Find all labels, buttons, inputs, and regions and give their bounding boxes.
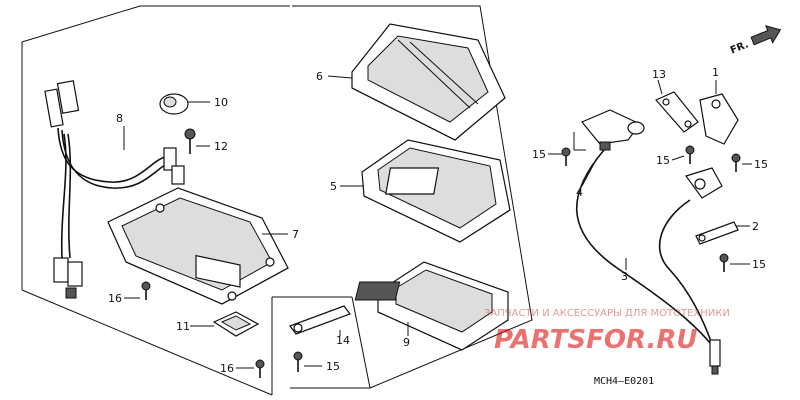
callout-5: 5 xyxy=(330,180,337,193)
part-14-stay xyxy=(289,305,351,335)
callout-15a: 15 xyxy=(326,360,340,373)
callout-15e: 15 xyxy=(752,258,766,271)
direction-label: FR. xyxy=(729,39,750,56)
part-12-screw xyxy=(184,128,196,154)
watermark: ЗАПЧАСТИ И АКСЕССУАРЫ ДЛЯ МОТОТЕХНИКИ PA… xyxy=(484,308,730,355)
part-6-meter-cover xyxy=(351,23,506,141)
callout-12: 12 xyxy=(214,140,228,153)
callout-11: 11 xyxy=(176,320,190,333)
part-4-sensor xyxy=(581,109,645,151)
callout-1: 1 xyxy=(712,66,719,79)
callout-16a: 16 xyxy=(108,292,122,305)
callout-13: 13 xyxy=(652,68,666,81)
part-5-meter-panel xyxy=(361,139,511,243)
callout-10: 10 xyxy=(214,96,228,109)
part-15-screw-b xyxy=(561,147,571,166)
diagram-code: MCH4—E0201 xyxy=(594,376,654,387)
callout-2: 2 xyxy=(752,220,759,233)
callout-15c: 15 xyxy=(656,154,670,167)
callout-3: 3 xyxy=(621,270,628,283)
part-16-screw-a xyxy=(141,281,151,300)
part-15-screw-c xyxy=(685,145,695,164)
part-3-cable xyxy=(575,149,721,375)
group-frame-center xyxy=(271,5,533,395)
part-7-meter-base xyxy=(107,187,289,305)
part-15-screw-a xyxy=(293,351,303,372)
part-15-screw-d xyxy=(731,153,741,172)
part-10-clip xyxy=(159,93,189,115)
part-2-stay xyxy=(695,221,739,245)
callout-15d: 15 xyxy=(754,158,768,171)
watermark-brand: PARTSFOR.RU xyxy=(494,325,697,355)
callout-14: 14 xyxy=(336,334,350,347)
direction-arrow: FR. xyxy=(729,25,782,56)
callout-6: 6 xyxy=(316,70,323,83)
part-11-bracket xyxy=(212,311,260,337)
part-9-lcd-unit xyxy=(354,261,509,351)
part-16-screw-b xyxy=(255,359,265,378)
callout-7: 7 xyxy=(292,228,299,241)
callout-16b: 16 xyxy=(220,362,234,375)
part-15-screw-e xyxy=(719,253,729,272)
part-1-bracket xyxy=(685,93,739,199)
callout-8: 8 xyxy=(116,112,123,125)
callout-15b: 15 xyxy=(532,148,546,161)
part-13-stay xyxy=(655,91,699,133)
watermark-subtitle: ЗАПЧАСТИ И АКСЕССУАРЫ ДЛЯ МОТОТЕХНИКИ xyxy=(484,308,730,319)
group-frame-left xyxy=(21,5,290,396)
callout-9: 9 xyxy=(403,336,410,349)
part-8-wire-harness xyxy=(44,80,185,299)
